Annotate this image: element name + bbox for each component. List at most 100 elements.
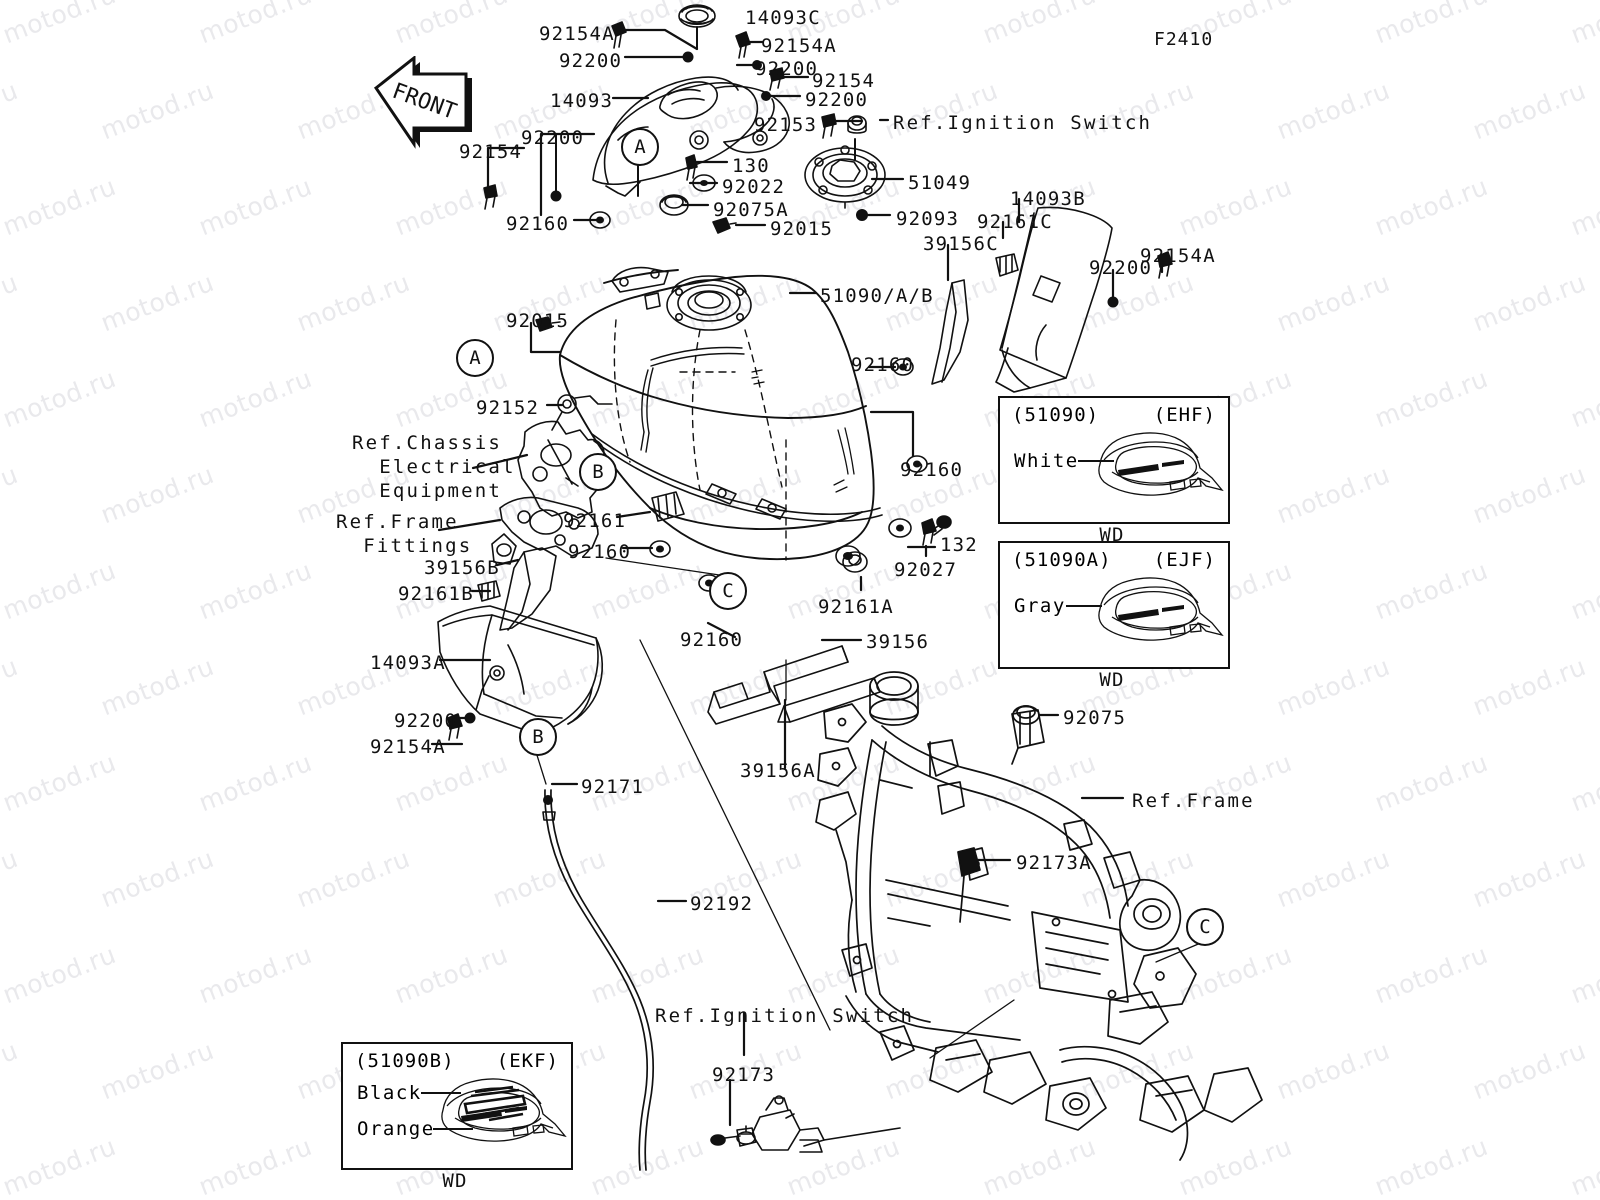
part-label-92173a: 92173A xyxy=(1016,852,1092,874)
part-label-refframefit: Ref.Frame Fittings xyxy=(336,511,473,557)
part-label-92200-4: 92200 xyxy=(521,127,585,149)
part-14093B-shroud xyxy=(995,206,1113,393)
legend-variant-code: (EKF) xyxy=(496,1050,559,1072)
ref-chassis-electrical-equipment xyxy=(517,420,605,519)
ignition-switch-ring xyxy=(847,115,867,134)
legend-footer-wd: WD xyxy=(442,1170,468,1192)
part-label-39156b: 39156B xyxy=(424,557,500,579)
part-label-92154a-3: 92154A xyxy=(1140,245,1216,267)
part-label-92161c: 92161C xyxy=(977,211,1053,233)
callout-circle-b-4: B xyxy=(519,718,557,756)
legend-variant-code: (EJF) xyxy=(1153,549,1216,571)
legend-leader-line xyxy=(421,1092,461,1094)
tank-front-bracket xyxy=(611,266,669,310)
part-label-92171: 92171 xyxy=(581,776,645,798)
legend-color-name-orange: Orange xyxy=(357,1118,435,1140)
part-92015-nut xyxy=(535,217,737,332)
legend-leader-line xyxy=(1066,605,1102,607)
part-label-92152: 92152 xyxy=(476,397,540,419)
part-92171-clamp xyxy=(542,795,556,821)
washers xyxy=(692,174,912,538)
part-label-39156a: 39156A xyxy=(740,760,816,782)
part-label-92154-1: 92154 xyxy=(812,70,876,92)
legend-part-code: (51090) xyxy=(1012,404,1100,426)
part-label-92200-6: 92200 xyxy=(394,710,458,732)
ref-frame-fittings-bracket xyxy=(491,496,599,565)
legend-part-code: (51090B) xyxy=(355,1050,455,1072)
callout-circle-a-1: A xyxy=(456,339,494,377)
part-label-92022: 92022 xyxy=(722,176,786,198)
part-label-refign-2: Ref.Ignition Switch xyxy=(655,1005,915,1027)
legend-footer-wd: WD xyxy=(1099,669,1125,691)
part-label-14093b: 14093B xyxy=(1010,188,1086,210)
legend-51090: (51090) (EHF) White xyxy=(998,396,1230,524)
part-label-51049: 51049 xyxy=(908,172,972,194)
legend-color-name-black: Black xyxy=(357,1082,422,1104)
part-92161C-clip xyxy=(995,253,1019,277)
legend-header: (51090B) (EKF) xyxy=(355,1050,559,1072)
part-label-92161: 92161 xyxy=(563,510,627,532)
part-14093-cover xyxy=(592,76,790,197)
legend-tank-illustration xyxy=(441,1078,567,1142)
part-label-92093: 92093 xyxy=(896,208,960,230)
part-label-39156c: 39156C xyxy=(923,233,999,255)
part-label-92200-2: 92200 xyxy=(755,58,819,80)
legend-leader-line xyxy=(1078,460,1114,462)
part-92075-damper xyxy=(1012,705,1040,725)
part-label-92160-r2: 92160 xyxy=(900,459,964,481)
part-label-92192: 92192 xyxy=(690,893,754,915)
part-label-92075a: 92075A xyxy=(713,199,789,221)
callout-circle-a-0: A xyxy=(621,128,659,166)
part-label-92161a: 92161A xyxy=(818,596,894,618)
tank-filler-neck xyxy=(666,275,752,331)
legend-color-name-white: White xyxy=(1014,450,1079,472)
part-label-51090ab: 51090/A/B xyxy=(820,285,934,307)
part-92075A-damper xyxy=(659,194,689,216)
part-label-130: 130 xyxy=(732,155,770,177)
part-92161-clip xyxy=(651,491,685,522)
front-direction-arrow: FRONT xyxy=(372,54,480,156)
callout-circle-b-2: B xyxy=(579,453,617,491)
part-label-92015-1: 92015 xyxy=(770,218,834,240)
part-label-92160-l2: 92160 xyxy=(680,629,744,651)
front-arrow-face xyxy=(373,54,468,149)
part-label-132: 132 xyxy=(940,534,978,556)
part-92192-hose xyxy=(544,789,655,1171)
part-14093C-seal xyxy=(678,4,716,28)
part-label-92153: 92153 xyxy=(754,114,818,136)
part-92173A-clamp xyxy=(957,847,981,923)
legend-variant-code: (EHF) xyxy=(1153,404,1216,426)
part-label-92173: 92173 xyxy=(712,1064,776,1086)
part-label-14093c: 14093C xyxy=(745,7,821,29)
part-label-39156: 39156 xyxy=(866,631,930,653)
part-14093A-cover xyxy=(437,605,604,735)
part-label-14093: 14093 xyxy=(550,90,614,112)
legend-tank-illustration xyxy=(1098,577,1224,641)
legend-tank-illustration xyxy=(1098,432,1224,496)
tank-marks xyxy=(751,369,855,493)
part-label-92160-l1: 92160 xyxy=(568,541,632,563)
part-label-92154a-4: 92154A xyxy=(370,736,446,758)
legend-color-name-gray: Gray xyxy=(1014,595,1066,617)
part-39156-bar-pad xyxy=(707,645,849,725)
part-label-92075: 92075 xyxy=(1063,707,1127,729)
part-label-92200-3: 92200 xyxy=(805,89,869,111)
part-label-92154-2: 92154 xyxy=(459,141,523,163)
part-label-92200-1: 92200 xyxy=(559,50,623,72)
grommet-92160 xyxy=(589,211,928,592)
legend-header: (51090A) (EJF) xyxy=(1012,549,1216,571)
legend-part-code: (51090A) xyxy=(1012,549,1112,571)
part-label-92200-5: 92200 xyxy=(1089,257,1153,279)
part-label-92161b: 92161B xyxy=(398,583,474,605)
tank-hidden-lines xyxy=(613,319,787,561)
callout-circle-c-5: C xyxy=(1186,908,1224,946)
part-label-14093a: 14093A xyxy=(370,652,446,674)
part-132-bolt xyxy=(929,515,952,536)
legend-footer-wd: WD xyxy=(1099,524,1125,546)
callout-circle-c-3: C xyxy=(709,572,747,610)
part-51049-fuel-cap xyxy=(804,145,886,209)
part-92161A-clip xyxy=(842,551,868,573)
part-label-92027: 92027 xyxy=(894,559,958,581)
